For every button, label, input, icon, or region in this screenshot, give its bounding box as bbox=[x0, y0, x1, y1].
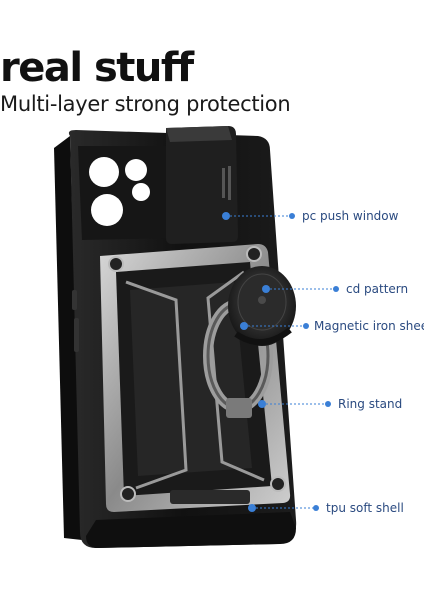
camera-lens-icon bbox=[132, 183, 150, 201]
callout-pc-push-window: pc push window bbox=[302, 209, 399, 223]
screw-icon bbox=[270, 476, 286, 492]
side-button bbox=[74, 318, 79, 352]
screw-icon bbox=[120, 486, 136, 502]
screw-icon bbox=[108, 256, 124, 272]
subheadline: Multi-layer strong protection bbox=[0, 92, 291, 116]
slider-grip bbox=[228, 166, 231, 200]
side-button bbox=[72, 290, 77, 310]
callout-ring-stand: Ring stand bbox=[338, 397, 403, 411]
tpu-bottom bbox=[86, 512, 296, 548]
callout-tpu-soft-shell: tpu soft shell bbox=[326, 501, 404, 515]
camera-lens-icon bbox=[125, 159, 147, 181]
push-window-slider bbox=[166, 126, 238, 244]
camera-lens-icon bbox=[91, 194, 123, 226]
callout-markers bbox=[222, 212, 339, 512]
slider-grip bbox=[222, 168, 225, 198]
camera-module bbox=[78, 146, 176, 240]
callout-cd-pattern: cd pattern bbox=[346, 282, 409, 296]
callout-magnetic-iron-sheet: Magnetic iron sheet bbox=[314, 319, 424, 333]
headline: real stuff bbox=[0, 45, 194, 91]
screw-icon bbox=[246, 246, 262, 262]
case-side-edge bbox=[54, 136, 82, 540]
camera-lens-icon bbox=[89, 157, 119, 187]
